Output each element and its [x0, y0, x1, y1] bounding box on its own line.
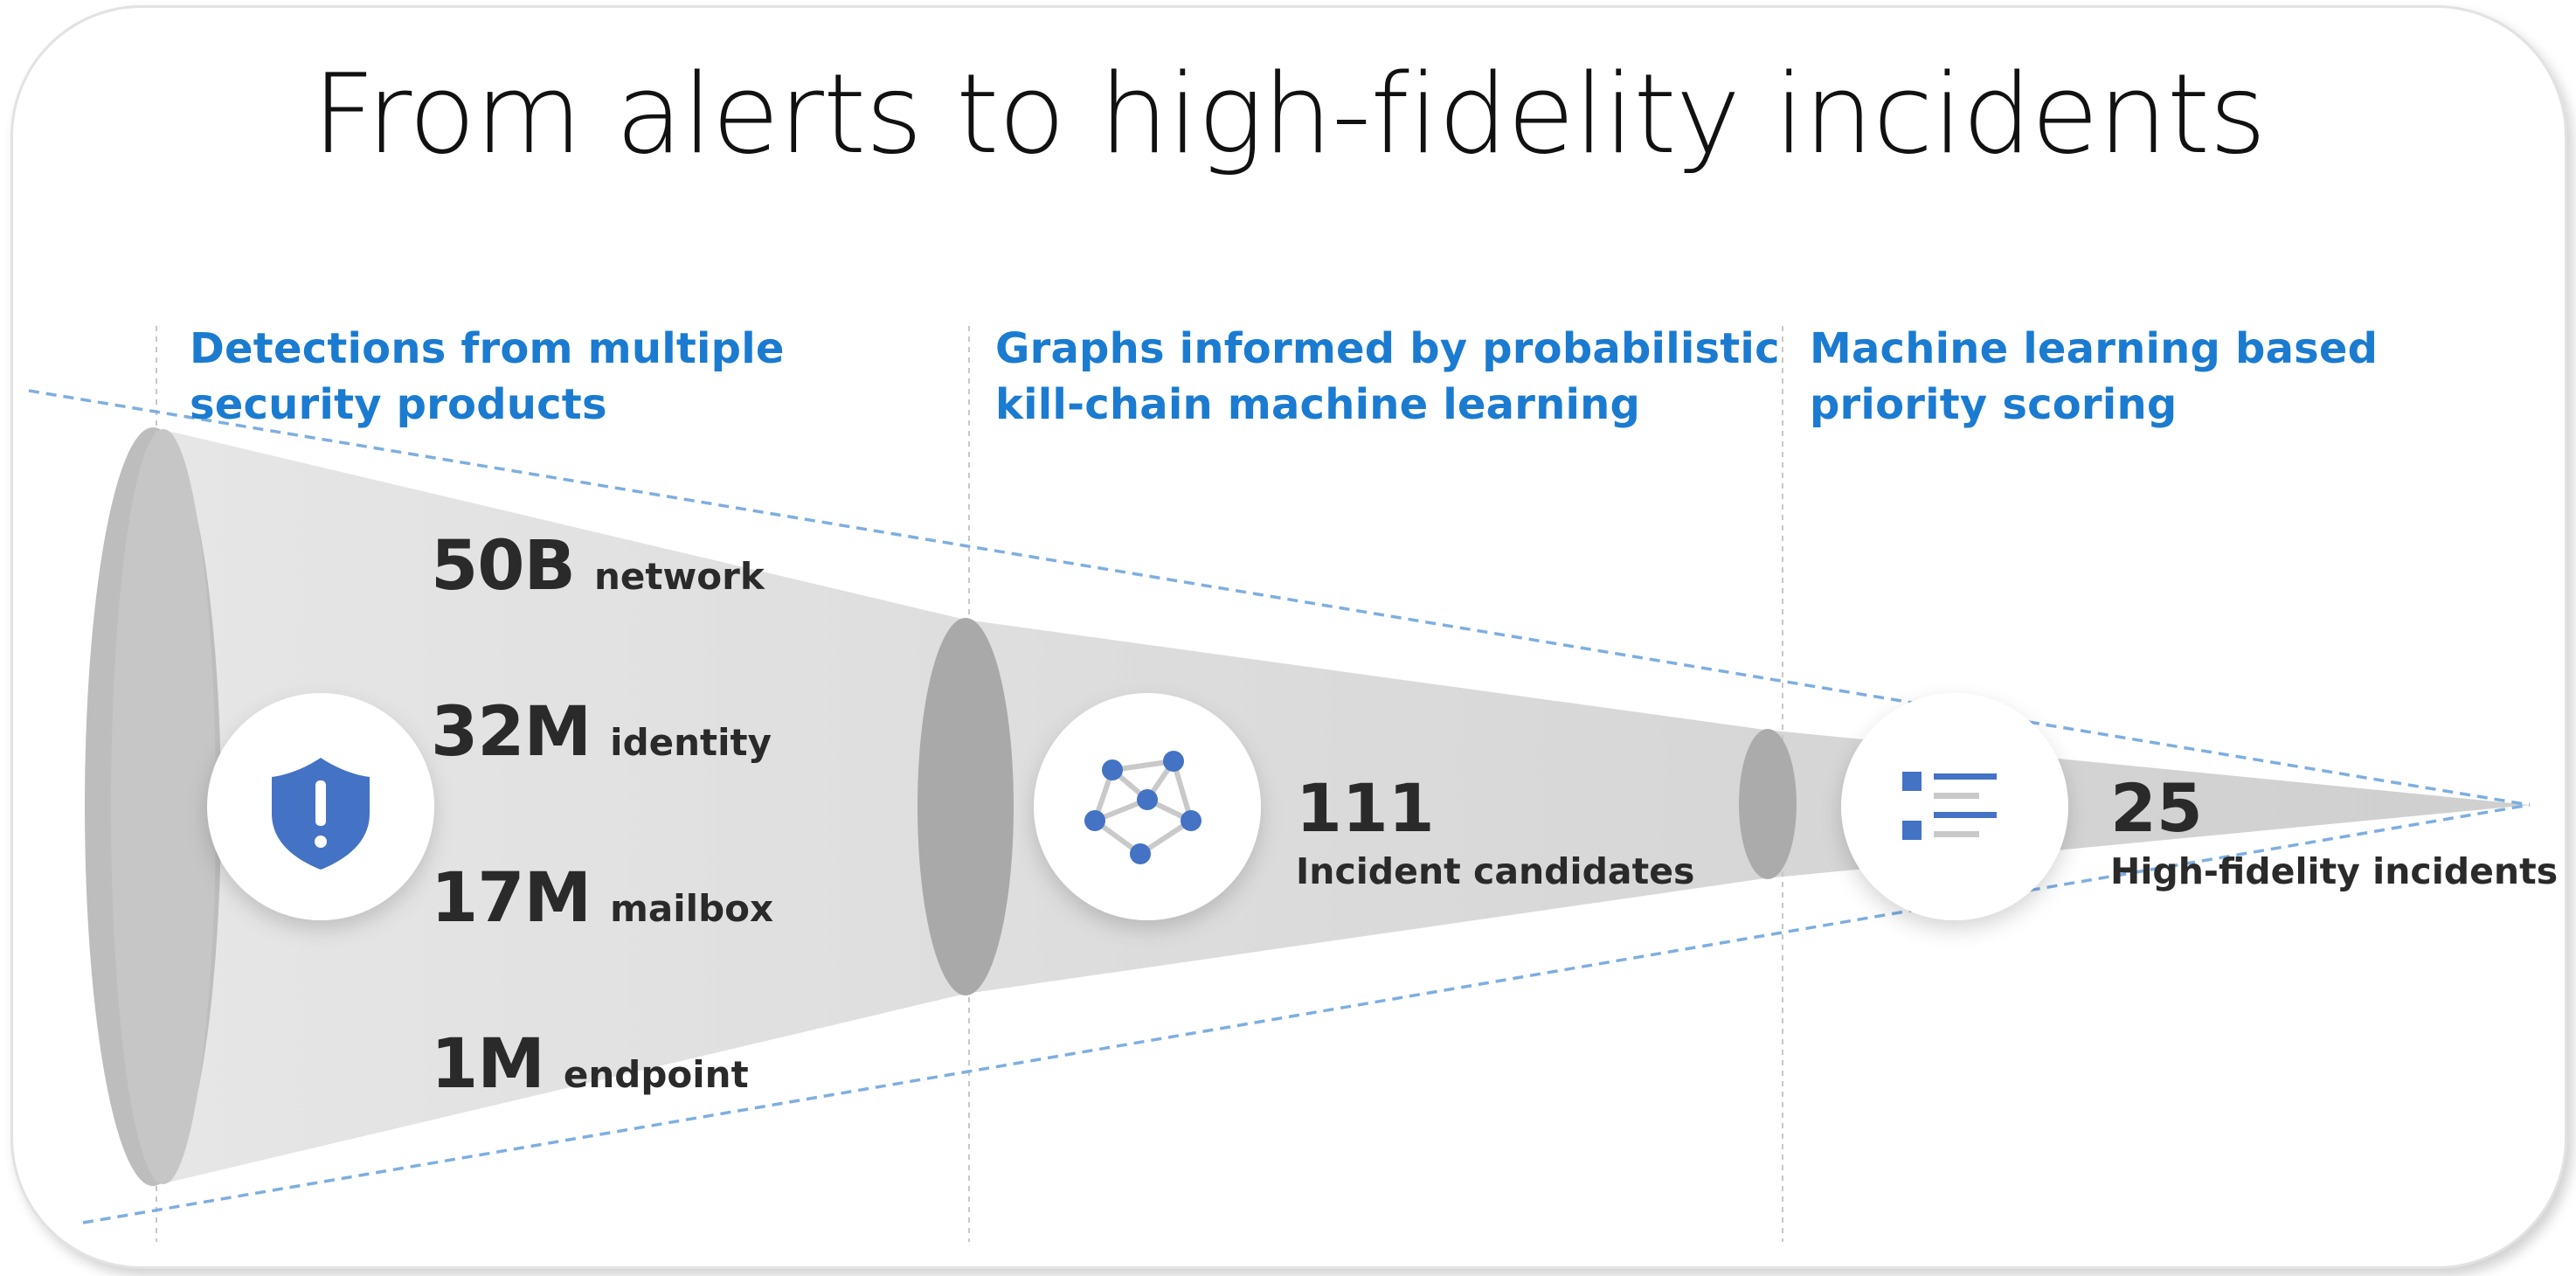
- funnel-bottom-edge: [82, 803, 2531, 1224]
- metric-mailbox: 17M mailbox: [431, 859, 773, 938]
- count-value: 25: [2110, 769, 2203, 847]
- metric-value: 17M: [431, 859, 592, 938]
- metric-endpoint: 1M endpoint: [431, 1025, 749, 1104]
- slide-card: From alerts to high-fidelity incidents: [10, 5, 2567, 1269]
- stage-heading-line: security products: [190, 380, 607, 429]
- metric-value: 32M: [431, 693, 592, 772]
- funnel-diagram: [28, 326, 2531, 1242]
- shield-alert-icon: [207, 693, 434, 920]
- stage-heading-detections: Detections from multiple security produc…: [190, 321, 785, 433]
- metric-value: 1M: [431, 1025, 545, 1104]
- incident-candidates-count: 111 Incident candidates: [1296, 770, 1694, 896]
- metric-value: 50B: [431, 527, 576, 606]
- funnel-body: [153, 427, 2530, 1186]
- count-label: Incident candidates: [1296, 850, 1695, 892]
- graph-network-icon: [1034, 693, 1261, 920]
- count-label: High-fidelity incidents: [2110, 850, 2559, 892]
- metric-label: endpoint: [563, 1053, 749, 1096]
- funnel-mid-ellipse: [1739, 729, 1797, 879]
- funnel-top-edge: [28, 389, 2531, 807]
- stage-heading-graphs: Graphs informed by probabilistic kill-ch…: [995, 321, 1780, 433]
- metric-network: 50B network: [431, 527, 765, 606]
- slide-title: From alerts to high-fidelity incidents: [312, 50, 2267, 178]
- stage-heading-line: Detections from multiple: [190, 324, 785, 373]
- funnel-mid-ellipse: [918, 618, 1014, 995]
- stage-heading-line: priority scoring: [1810, 380, 2178, 429]
- metric-label: identity: [610, 721, 772, 764]
- count-value: 111: [1296, 769, 1435, 847]
- stage-heading-line: Graphs informed by probabilistic: [995, 324, 1780, 373]
- priority-list-icon: [1841, 693, 2068, 920]
- metric-label: network: [594, 555, 765, 598]
- high-fidelity-incidents-count: 25 High-fidelity incidents: [2110, 770, 2558, 896]
- stage-heading-line: kill-chain machine learning: [995, 380, 1641, 429]
- metric-label: mailbox: [610, 887, 774, 930]
- stage-heading-line: Machine learning based: [1810, 324, 2379, 373]
- stage-heading-scoring: Machine learning based priority scoring: [1810, 321, 2378, 433]
- metric-identity: 32M identity: [431, 693, 772, 772]
